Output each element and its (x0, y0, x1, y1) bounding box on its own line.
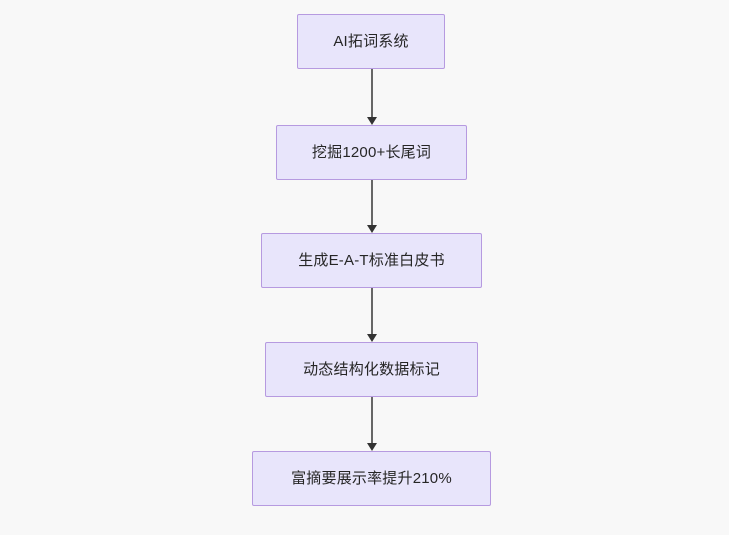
edge-line (371, 69, 373, 118)
flow-node-dynamic-structured-data-markup[interactable]: 动态结构化数据标记 (265, 342, 478, 397)
arrow-down-icon (367, 443, 377, 451)
flow-edge-n1-n2 (367, 69, 377, 125)
flow-node-label: 富摘要展示率提升210% (291, 469, 452, 487)
flow-node-ai-keyword-system[interactable]: AI拓词系统 (297, 14, 445, 69)
edge-line (371, 397, 373, 444)
flow-edge-n4-n5 (367, 397, 377, 451)
edge-line (371, 180, 373, 226)
arrow-down-icon (367, 334, 377, 342)
flow-node-generate-eat-whitepaper[interactable]: 生成E-A-T标准白皮书 (261, 233, 482, 288)
flow-node-label: AI拓词系统 (333, 32, 409, 50)
flow-node-mine-longtail-keywords[interactable]: 挖掘1200+长尾词 (276, 125, 467, 180)
flow-node-rich-snippet-impression-uplift[interactable]: 富摘要展示率提升210% (252, 451, 491, 506)
flow-node-label: 动态结构化数据标记 (303, 360, 440, 378)
arrow-down-icon (367, 117, 377, 125)
flow-node-label: 生成E-A-T标准白皮书 (298, 251, 445, 269)
edge-line (371, 288, 373, 335)
flow-edge-n2-n3 (367, 180, 377, 233)
arrow-down-icon (367, 225, 377, 233)
flow-edge-n3-n4 (367, 288, 377, 342)
flow-node-label: 挖掘1200+长尾词 (311, 143, 432, 161)
